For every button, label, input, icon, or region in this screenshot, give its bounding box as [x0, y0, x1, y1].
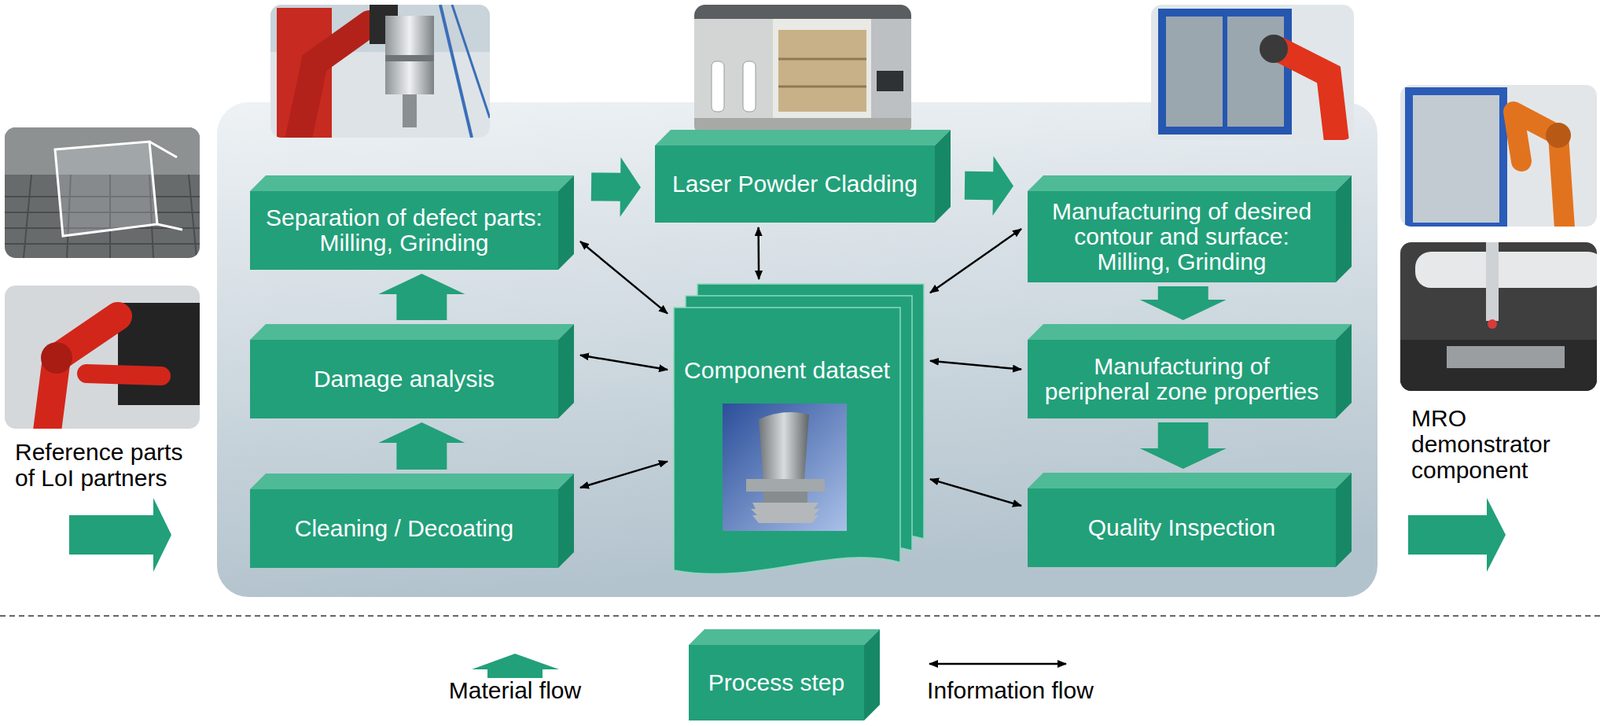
legend-text: Process step: [708, 669, 845, 696]
process-box: Cleaning / Decoating: [250, 473, 574, 568]
document-page: [673, 307, 901, 574]
box-top-face: [1027, 175, 1352, 192]
box-top-face: [1027, 472, 1352, 489]
process-box: Manufacturing of desired contour and sur…: [1027, 175, 1352, 283]
robot-cell-photo: [1151, 4, 1354, 140]
process-label: Separation of defect parts: Milling, Gri…: [256, 205, 552, 256]
box-top-face: [688, 628, 880, 645]
information-flow-arrow: [580, 241, 668, 314]
text-area: Manufacturing of peripheral zone propert…: [1027, 339, 1336, 419]
box-front-face: [1027, 191, 1336, 283]
material-flow-arrow: [1140, 286, 1227, 320]
text-area: Process step: [688, 644, 865, 721]
information-flow-arrow: [930, 478, 1022, 506]
box-side-face: [558, 323, 574, 419]
glass-box-photo: [4, 127, 200, 258]
legend-information-arrow: [929, 662, 1067, 666]
process-box: Separation of defect parts: Milling, Gri…: [250, 175, 574, 270]
legend-text: Material flow: [440, 677, 590, 703]
box-top-face: [1027, 323, 1352, 340]
document-outline: [673, 283, 924, 580]
milling-photo: [270, 4, 490, 138]
text-area: Cleaning / Decoating: [250, 489, 559, 568]
process-label: Laser Powder Cladding: [661, 171, 929, 197]
material-flow-arrow: [1140, 422, 1227, 469]
output-arrow: [1408, 497, 1506, 572]
text-area: Laser Powder Cladding: [654, 145, 935, 223]
box-side-face: [1335, 175, 1352, 283]
box-top-face: [654, 129, 951, 146]
legend-material-arrow: [471, 653, 560, 678]
laser-cell-photo: [694, 4, 912, 137]
box-side-face: [558, 175, 574, 270]
text-area: Manufacturing of desired contour and sur…: [1027, 191, 1336, 283]
side-label: Reference parts of LoI partners: [14, 438, 204, 491]
box-side-face: [558, 473, 574, 568]
text-area: Quality Inspection: [1027, 488, 1336, 567]
legend-item: Process step: [688, 628, 880, 721]
process-box: Laser Powder Cladding: [654, 129, 951, 223]
material-flow-arrow: [964, 155, 1014, 216]
legend-text: Information flow: [915, 677, 1105, 703]
box-front-face: [250, 489, 559, 568]
process-label: Quality Inspection: [1033, 514, 1330, 541]
process-label: Manufacturing of peripheral zone propert…: [1041, 353, 1323, 405]
information-flow-arrow: [580, 461, 668, 488]
text-area: Component dataset: [673, 342, 901, 398]
text-area: Separation of defect parts: Milling, Gri…: [250, 191, 559, 270]
process-panel: [217, 102, 1378, 597]
material-flow-arrow: [591, 157, 641, 218]
red-robot-photo: [4, 285, 200, 429]
box-top-face: [250, 175, 574, 192]
input-arrow: [69, 497, 172, 572]
process-label: Damage analysis: [256, 366, 552, 392]
information-flow-arrow: [757, 227, 760, 280]
probe-photo: [1400, 242, 1597, 391]
material-flow-arrow: [378, 273, 465, 320]
material-flow-arrow: [378, 422, 465, 470]
process-label: Manufacturing of desired contour and sur…: [1048, 198, 1316, 274]
orange-robot-photo: [1400, 84, 1597, 227]
text-area: Damage analysis: [250, 339, 559, 419]
turbine-blade-picture: [722, 403, 847, 531]
process-label: Cleaning / Decoating: [256, 515, 552, 541]
box-front-face: [654, 145, 935, 223]
legend-item: Information flow: [915, 677, 1105, 703]
side-label: MRO demonstrator component: [1411, 404, 1569, 483]
box-side-face: [864, 628, 880, 721]
process-box: Damage analysis: [250, 323, 574, 419]
information-flow-arrow: [930, 360, 1022, 370]
box-side-face: [1335, 323, 1352, 419]
box-front-face: [1027, 339, 1336, 419]
dataset-title: Component dataset: [678, 357, 896, 383]
box-side-face: [934, 129, 951, 223]
box-front-face: [250, 191, 559, 270]
box-top-face: [250, 473, 574, 490]
information-flow-arrow: [930, 228, 1022, 293]
dataset-document: Component dataset: [673, 283, 924, 580]
information-flow-arrow: [580, 355, 668, 370]
process-box: Quality Inspection: [1027, 472, 1352, 567]
box-side-face: [1335, 472, 1352, 567]
legend-item: Material flow: [440, 677, 590, 703]
box-front-face: [1027, 488, 1336, 567]
process-box: Manufacturing of peripheral zone propert…: [1027, 323, 1352, 419]
box-front-face: [688, 644, 865, 721]
box-front-face: [250, 339, 559, 419]
box-top-face: [250, 323, 574, 340]
separator-line: [0, 614, 1600, 617]
